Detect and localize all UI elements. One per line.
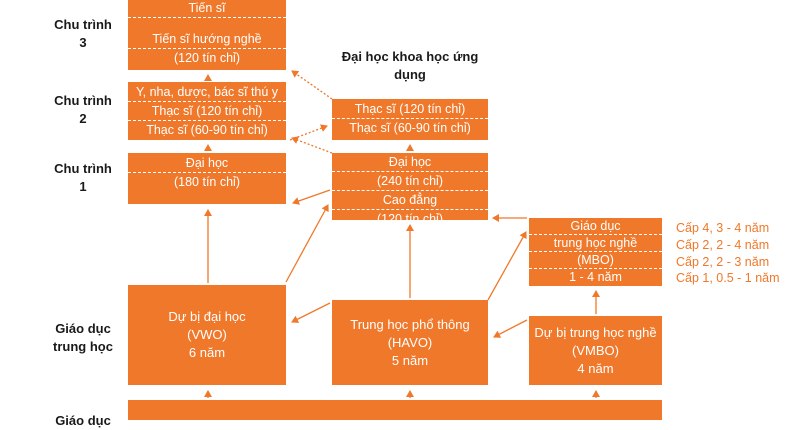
arrow-applied-master-to-doctorate <box>291 70 333 100</box>
level-label-cycle-3: Chu trình 3 <box>33 16 133 52</box>
box-line: (VMBO) <box>572 342 619 358</box>
box-applied-bachelor: Đại học (240 tín chỉ) Cao đẳng (120 tín … <box>332 153 488 226</box>
mbo-level-2: Cấp 2, 2 - 4 năm <box>676 238 770 252</box>
mbo-level-4: Cấp 1, 0.5 - 1 năm <box>676 271 780 285</box>
box-line: 5 năm <box>391 352 429 368</box>
box-line: (120 tín chỉ) <box>173 51 240 65</box>
box-line: Tiến sĩ <box>128 0 286 18</box>
level-label-line: 1 <box>79 179 87 194</box>
level-label-cycle-2: Chu trình 2 <box>33 92 133 128</box>
level-label-line: 2 <box>79 111 87 126</box>
arrow-vwo-to-applied-bachelor <box>285 204 329 283</box>
level-label-line: Chu trình <box>54 93 112 108</box>
arrow-applied-bachelor-to-uni-master <box>291 136 333 154</box>
arrow-applied-to-uni-bachelor <box>292 189 331 205</box>
box-line: (HAVO) <box>387 334 433 350</box>
level-label-line: 3 <box>79 35 87 50</box>
box-havo: Trung học phổ thông (HAVO) 5 năm <box>332 300 488 385</box>
level-label-line: Chu trình <box>54 17 112 32</box>
box-line: (240 tín chỉ) <box>332 172 488 191</box>
box-line: Đại học <box>332 153 488 172</box>
box-university-master: Y, nha, dược, bác sĩ thú y Thạc sĩ (120 … <box>128 82 286 140</box>
box-line: (120 tín chỉ) <box>376 212 443 226</box>
box-line: Thạc sĩ (60-90 tín chỉ) <box>146 123 268 137</box>
box-line: 1 - 4 năm <box>569 270 622 284</box>
arrow-havo-to-mbo <box>487 231 527 301</box>
box-line: (180 tín chỉ) <box>173 175 240 189</box>
level-label-line: Chu trình <box>54 161 112 176</box>
level-label-line: trung học <box>53 339 113 354</box>
box-line: (VWO) <box>187 327 227 342</box>
box-line: Dự bị trung học nghề <box>534 324 657 340</box>
box-line: Tiến sĩ hướng nghề <box>128 30 286 49</box>
box-line: Cao đẳng <box>332 191 488 210</box>
box-vwo: Dự bị đại học (VWO) 6 năm <box>128 285 286 385</box>
box-line: Y, nha, dược, bác sĩ thú y <box>128 83 286 102</box>
arrow-uni-bachelor-to-applied-master <box>289 124 328 141</box>
box-line: (MBO) <box>529 252 662 269</box>
box-doctorate: Tiến sĩ Tiến sĩ hướng nghề (120 tín chỉ) <box>128 0 286 70</box>
box-line: Thạc sĩ (120 tín chỉ) <box>332 100 488 119</box>
arrow-havo-to-vwo <box>291 302 331 323</box>
connector-arrows <box>204 70 600 398</box>
box-line: Trung học phổ thông <box>350 316 470 332</box>
box-line: Thạc sĩ (60-90 tín chỉ) <box>349 121 471 135</box>
box-line: Thạc sĩ (120 tín chỉ) <box>128 102 286 121</box>
title-line: dụng <box>394 67 426 82</box>
mbo-level-3: Cấp 2, 2 - 3 năm <box>676 255 770 269</box>
box-line: 6 năm <box>188 345 226 360</box>
level-label-secondary: Giáo dục trung học <box>33 320 133 356</box>
box-line: Đại học <box>128 154 286 173</box>
level-label-line: Giáo dục <box>55 321 111 336</box>
box-mbo: Giáo dục trung học nghề (MBO) 1 - 4 năm <box>529 218 662 286</box>
box-line: Dự bị đại học <box>168 309 246 324</box>
box-primary-partial <box>128 400 662 420</box>
box-university-bachelor: Đại học (180 tín chỉ) <box>128 153 286 204</box>
box-line: Giáo dục <box>529 218 662 235</box>
applied-university-title: Đại học khoa học ứng dụng <box>332 48 488 84</box>
mbo-level-1: Cấp 4, 3 - 4 năm <box>676 221 770 235</box>
box-applied-master: Thạc sĩ (120 tín chỉ) Thạc sĩ (60-90 tín… <box>332 99 488 140</box>
box-line: trung học nghề <box>529 235 662 252</box>
arrow-vmbo-to-havo <box>493 319 528 338</box>
box-vmbo: Dự bị trung học nghề (VMBO) 4 năm <box>529 316 662 385</box>
title-line: Đại học khoa học ứng <box>341 49 479 64</box>
level-label-cycle-1: Chu trình 1 <box>33 160 133 196</box>
box-line: 4 năm <box>577 360 614 376</box>
